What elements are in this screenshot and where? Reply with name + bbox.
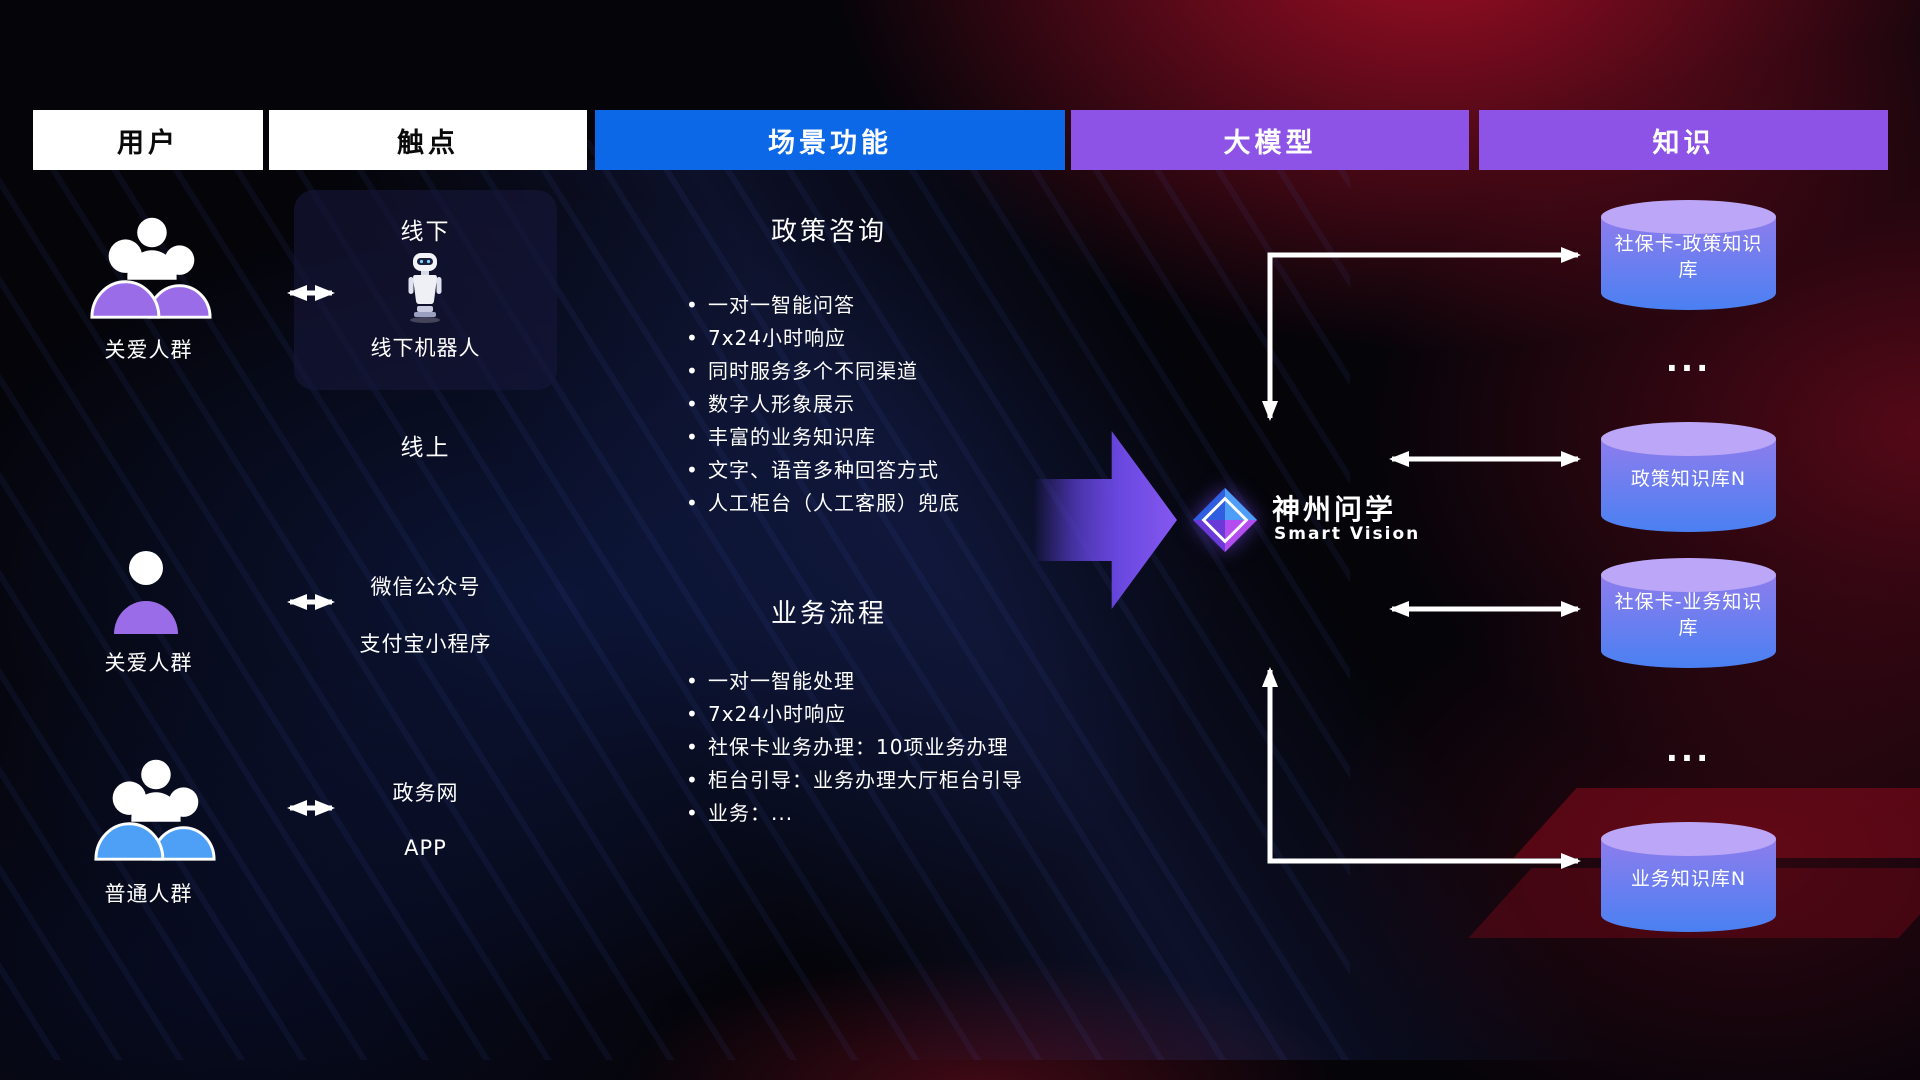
scenario-bullet-list: 一对一智能处理 7x24小时响应 社保卡业务办理：10项业务办理 柜台引导：业务… xyxy=(684,665,1023,830)
database-cylinder-icon xyxy=(1601,200,1776,310)
scenario-section-title: 业务流程 xyxy=(770,599,887,629)
scenario-bullet: 丰富的业务知识库 xyxy=(684,421,960,454)
brand-name: 神州问学 xyxy=(1272,493,1397,526)
user-item-label: 关爱人群 xyxy=(104,651,193,675)
touchpoint-alipay: 支付宝小程序 xyxy=(359,632,492,656)
knowledge-db-label: 政策知识库N xyxy=(1630,468,1747,491)
header-scenarios-column: 场景功能 xyxy=(595,110,1065,170)
knowledge-db-label: 业务知识库N xyxy=(1630,868,1747,891)
database-cylinder-icon xyxy=(1601,558,1776,668)
robot-icon xyxy=(403,250,447,328)
knowledge-ellipsis: ... xyxy=(1665,341,1712,379)
scenario-bullet: 7x24小时响应 xyxy=(684,322,960,355)
users-group-blue-icon xyxy=(90,752,218,868)
touchpoint-wechat: 微信公众号 xyxy=(370,575,481,599)
scenario-bullet: 同时服务多个不同渠道 xyxy=(684,355,960,388)
knowledge-db: 社保卡-政策知识库 xyxy=(1601,200,1776,310)
scenario-section-title: 政策咨询 xyxy=(770,217,887,247)
offline-robot-label: 线下机器人 xyxy=(370,336,481,360)
user-single-purple-icon xyxy=(112,548,180,640)
users-group-purple-icon xyxy=(86,210,214,326)
scenario-bullet: 一对一智能处理 xyxy=(684,665,1023,698)
header-model-column: 大模型 xyxy=(1071,110,1469,170)
database-cylinder-icon xyxy=(1601,422,1776,532)
scenario-bullet: 人工柜台（人工客服）兜底 xyxy=(684,487,960,520)
scenario-bullet: 文字、语音多种回答方式 xyxy=(684,454,960,487)
header-touchpoints-column: 触点 xyxy=(269,110,587,170)
user-item-label: 普通人群 xyxy=(104,882,193,906)
scenario-bullet-list: 一对一智能问答 7x24小时响应 同时服务多个不同渠道 数字人形象展示 丰富的业… xyxy=(684,289,960,520)
scenario-bullet: 柜台引导：业务办理大厅柜台引导 xyxy=(684,764,1023,797)
knowledge-ellipsis: ... xyxy=(1665,731,1712,769)
touchpoint-app: APP xyxy=(404,836,447,860)
scenario-bullet: 一对一智能问答 xyxy=(684,289,960,322)
diamond-logo-icon xyxy=(1190,485,1260,559)
touchpoint-gov-web: 政务网 xyxy=(392,781,459,805)
user-item-label: 关爱人群 xyxy=(104,338,193,362)
online-title: 线上 xyxy=(400,435,451,461)
scenario-bullet: 社保卡业务办理：10项业务办理 xyxy=(684,731,1023,764)
scenario-bullet: 数字人形象展示 xyxy=(684,388,960,421)
database-cylinder-icon xyxy=(1601,822,1776,932)
knowledge-db: 社保卡-业务知识库 xyxy=(1601,558,1776,668)
knowledge-db-label: 社保卡-政策知识库 xyxy=(1614,233,1763,281)
header-knowledge-column: 知识 xyxy=(1479,110,1888,170)
knowledge-db: 业务知识库N xyxy=(1601,822,1776,932)
offline-title: 线下 xyxy=(400,219,451,245)
knowledge-db: 政策知识库N xyxy=(1601,422,1776,532)
scenario-bullet: 7x24小时响应 xyxy=(684,698,1023,731)
header-users-column: 用户 xyxy=(33,110,263,170)
brand-subtitle: Smart Vision xyxy=(1274,524,1421,544)
scenario-bullet: 业务：... xyxy=(684,797,1023,830)
knowledge-db-label: 社保卡-业务知识库 xyxy=(1614,591,1763,639)
